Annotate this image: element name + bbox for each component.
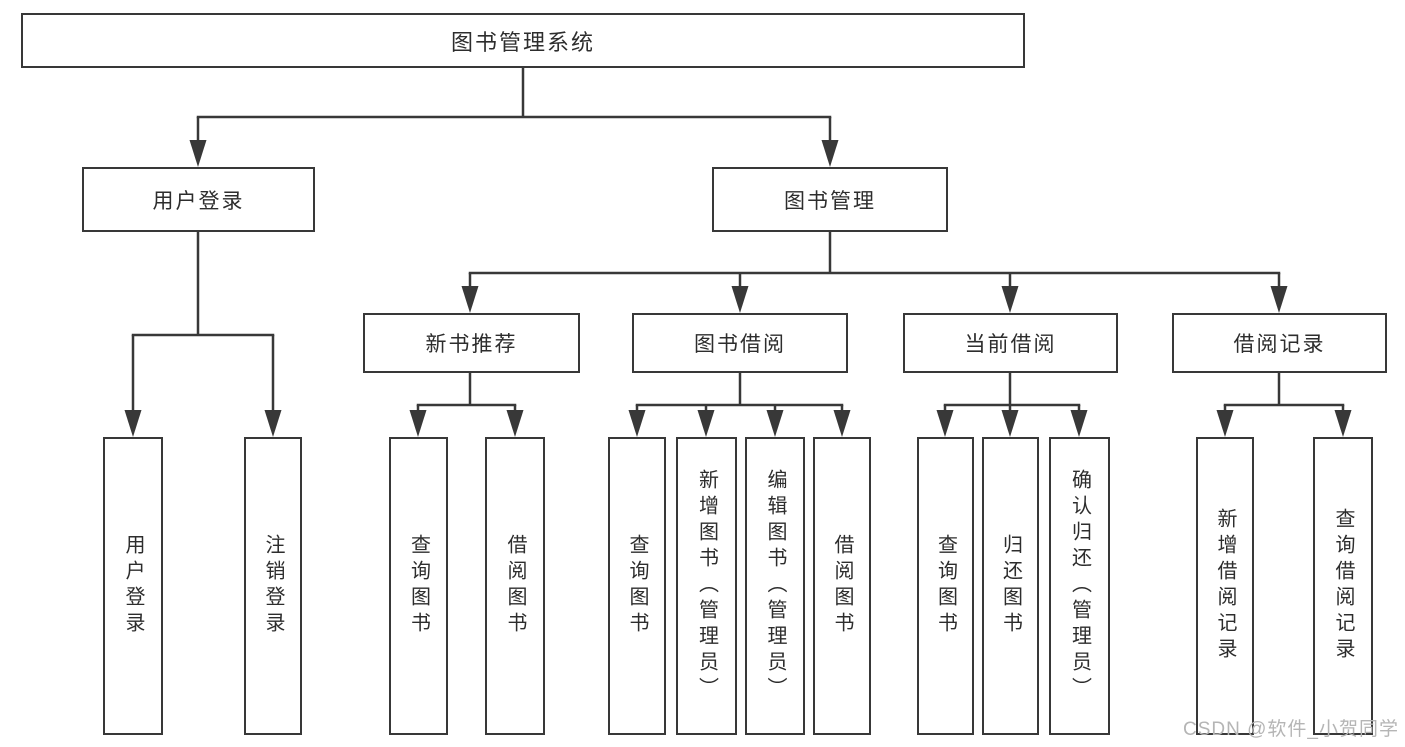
node-leaf-query-record: 查询借阅记录 (1313, 437, 1373, 735)
arrowhead-icon (1270, 286, 1288, 313)
node-borrow-records: 借阅记录 (1172, 313, 1387, 373)
node-book-mgmt: 图书管理 (712, 167, 948, 232)
arrowhead-icon (936, 410, 954, 437)
arrowhead-icon (409, 410, 427, 437)
node-label: 图书管理系统 (450, 29, 595, 55)
node-book-borrow: 图书借阅 (632, 313, 848, 373)
node-label: 查询借阅记录 (1332, 508, 1354, 664)
node-new-book-recommend: 新书推荐 (363, 313, 580, 373)
arrowhead-icon (1001, 410, 1019, 437)
node-label: 新增图书（管理员） (695, 469, 718, 703)
node-leaf-logout: 注销登录 (244, 437, 302, 735)
node-leaf-query-book-2: 查询图书 (608, 437, 666, 735)
arrowhead-icon (461, 286, 479, 313)
arrowhead-icon (264, 410, 282, 437)
arrowhead-icon (506, 410, 524, 437)
node-label: 用户登录 (152, 189, 245, 213)
node-leaf-borrow-book-1: 借阅图书 (485, 437, 545, 735)
arrowhead-icon (766, 410, 784, 437)
node-root: 图书管理系统 (21, 13, 1025, 68)
node-leaf-add-record: 新增借阅记录 (1196, 437, 1254, 735)
node-leaf-user-login: 用户登录 (103, 437, 163, 735)
node-label: 用户登录 (122, 534, 144, 638)
node-label: 借阅图书 (831, 534, 853, 638)
node-label: 查询图书 (407, 534, 430, 638)
arrowhead-icon (697, 410, 715, 437)
node-label: 新增借阅记录 (1214, 508, 1236, 664)
node-leaf-borrow-book-2: 借阅图书 (813, 437, 871, 735)
arrowhead-icon (1216, 410, 1234, 437)
node-label: 当前借阅 (964, 333, 1057, 356)
arrowhead-icon (833, 410, 851, 437)
arrowhead-icon (1334, 410, 1352, 437)
node-label: 借阅记录 (1233, 333, 1326, 356)
node-leaf-confirm-return: 确认归还（管理员） (1049, 437, 1110, 735)
node-label: 注销登录 (262, 534, 284, 638)
arrowhead-icon (821, 140, 839, 167)
node-leaf-query-book-3: 查询图书 (917, 437, 974, 735)
node-label: 查询图书 (934, 534, 957, 638)
watermark: CSDN @软件_小贺同学 (1183, 719, 1399, 740)
node-label: 归还图书 (999, 534, 1022, 638)
node-label: 图书借阅 (694, 333, 786, 356)
node-current-borrow: 当前借阅 (903, 313, 1118, 373)
node-label: 查询图书 (626, 534, 648, 638)
arrowhead-icon (628, 410, 646, 437)
arrowhead-icon (1001, 286, 1019, 313)
arrowhead-icon (124, 410, 142, 437)
arrowhead-icon (1070, 410, 1088, 437)
node-leaf-edit-book-admin: 编辑图书（管理员） (745, 437, 805, 735)
node-leaf-add-book-admin: 新增图书（管理员） (676, 437, 737, 735)
node-label: 确认归还（管理员） (1068, 469, 1091, 703)
node-leaf-return-book: 归还图书 (982, 437, 1039, 735)
node-label: 新书推荐 (425, 333, 518, 356)
arrowhead-icon (189, 140, 207, 167)
node-leaf-query-book-1: 查询图书 (389, 437, 448, 735)
node-label: 编辑图书（管理员） (764, 469, 786, 703)
arrowhead-icon (731, 286, 749, 313)
node-user-login: 用户登录 (82, 167, 315, 232)
node-label: 图书管理 (784, 189, 876, 213)
node-label: 借阅图书 (504, 534, 526, 638)
